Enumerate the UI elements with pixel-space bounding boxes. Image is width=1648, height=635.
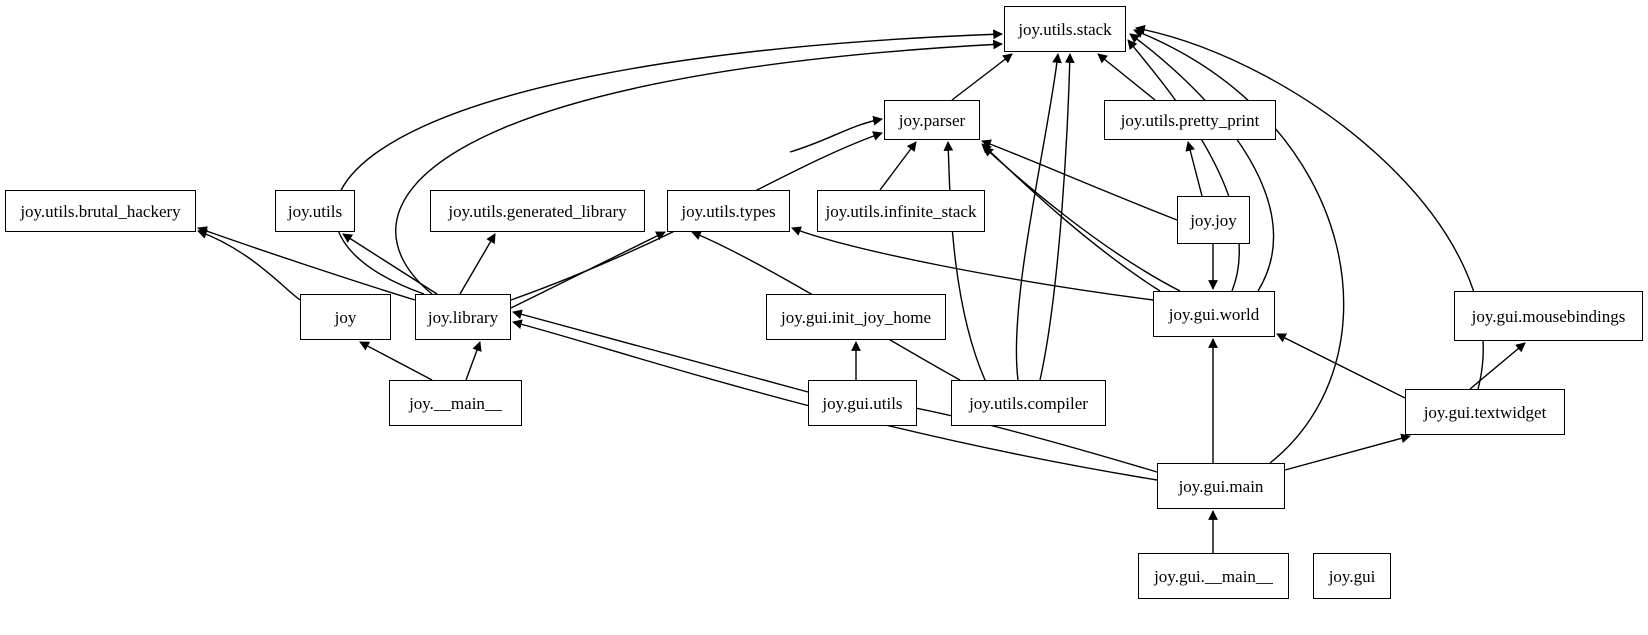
graph-node-label: joy.utils.pretty_print	[1120, 110, 1260, 130]
graph-node-joy-utils[interactable]: joy.utils	[275, 190, 355, 232]
graph-node-joy-gui-world[interactable]: joy.gui.world	[1153, 291, 1275, 337]
graph-node-joy-utils-generated-library[interactable]: joy.utils.generated_library	[430, 190, 645, 232]
graph-node-joy-gui-main[interactable]: joy.gui.main	[1157, 463, 1285, 509]
graph-node-joy-joy[interactable]: joy.joy	[1177, 196, 1250, 244]
graph-node-joy-gui-mousebindings[interactable]: joy.gui.mousebindings	[1454, 291, 1643, 341]
graph-node-label: joy.utils.stack	[1018, 19, 1112, 39]
graph-node-joy-utils-types[interactable]: joy.utils.types	[667, 190, 790, 232]
graph-node-joy-library[interactable]: joy.library	[415, 294, 511, 340]
graph-node-label: joy	[334, 307, 357, 327]
graph-node-joy-utils-stack[interactable]: joy.utils.stack	[1004, 6, 1126, 52]
graph-node-joy-utils-pretty-print[interactable]: joy.utils.pretty_print	[1104, 100, 1276, 140]
graph-node-label: joy.utils	[287, 201, 343, 221]
graph-node-joy-gui-utils[interactable]: joy.gui.utils	[808, 380, 917, 426]
graph-node-joy-utils-infinite-stack[interactable]: joy.utils.infinite_stack	[817, 190, 985, 232]
graph-node-label: joy.utils.brutal_hackery	[20, 201, 181, 221]
graph-node-joy-parser[interactable]: joy.parser	[884, 100, 980, 140]
graph-node-label: joy.utils.types	[681, 201, 776, 221]
graph-node-joy-gui-textwidget[interactable]: joy.gui.textwidget	[1405, 389, 1565, 435]
graph-node-joy-gui-init-joy-home[interactable]: joy.gui.init_joy_home	[766, 294, 946, 340]
graph-node-label: joy.gui	[1328, 566, 1376, 586]
graph-node-label: joy.library	[427, 307, 499, 327]
graph-node-label: joy.gui.main	[1178, 476, 1264, 496]
graph-node-label: joy.utils.compiler	[969, 393, 1088, 413]
graph-node-label: joy.utils.infinite_stack	[825, 201, 977, 221]
graph-node-label: joy.gui.world	[1168, 304, 1260, 324]
graph-node-label: joy.gui.textwidget	[1423, 402, 1547, 422]
graph-node-label: joy.gui.utils	[822, 393, 903, 413]
graph-node-joy[interactable]: joy	[300, 294, 391, 340]
graph-node-label: joy.joy	[1190, 210, 1237, 230]
graph-node-label: joy.gui.init_joy_home	[780, 307, 931, 327]
graph-node-joy-gui---main--[interactable]: joy.gui.__main__	[1138, 553, 1289, 599]
graph-node-joy---main--[interactable]: joy.__main__	[389, 380, 522, 426]
graph-node-label: joy.utils.generated_library	[448, 201, 627, 221]
graph-node-joy-utils-brutal-hackery[interactable]: joy.utils.brutal_hackery	[5, 190, 196, 232]
graph-node-label: joy.gui.mousebindings	[1471, 306, 1626, 326]
graph-node-label: joy.parser	[898, 110, 966, 130]
graph-node-label: joy.gui.__main__	[1154, 566, 1273, 586]
graph-node-label: joy.__main__	[409, 393, 502, 413]
graph-node-joy-gui[interactable]: joy.gui	[1313, 553, 1391, 599]
graph-node-joy-utils-compiler[interactable]: joy.utils.compiler	[951, 380, 1106, 426]
